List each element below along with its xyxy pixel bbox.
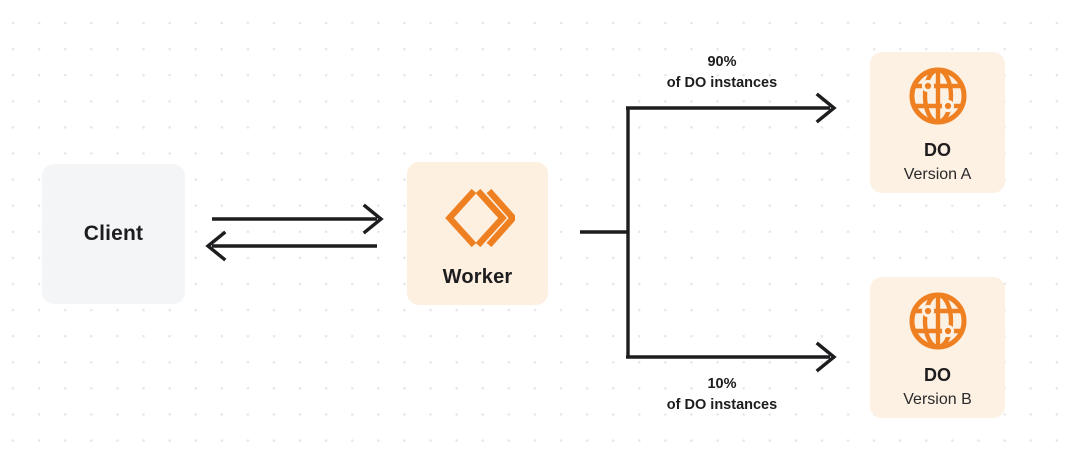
do-subtitle: Version A	[903, 166, 972, 184]
edge-percent: 10%	[707, 376, 737, 392]
node-do-version-b[interactable]: DO Version B	[870, 277, 1005, 418]
edge-label-do-a: 90% of DO instances	[627, 52, 817, 93]
edge-label-do-b: 10% of DO instances	[627, 374, 817, 415]
edge-worker-to-do-a	[626, 92, 837, 124]
node-client[interactable]: Client	[42, 164, 185, 304]
edge-percent: 90%	[707, 54, 737, 70]
edge-client-to-worker	[212, 203, 384, 235]
node-worker[interactable]: Worker	[407, 162, 548, 305]
worker-label: Worker	[442, 266, 513, 288]
do-title: DO	[924, 365, 951, 386]
durable-object-globe-icon	[907, 290, 969, 352]
edge-description: of DO instances	[666, 396, 778, 413]
edge-description: of DO instances	[666, 74, 778, 91]
durable-object-globe-icon	[907, 65, 969, 127]
client-label: Client	[83, 222, 144, 245]
cloudflare-workers-icon	[441, 186, 515, 250]
edge-worker-split-trunk	[580, 108, 630, 357]
edge-worker-to-do-b	[626, 341, 837, 373]
do-title: DO	[924, 140, 951, 161]
node-do-version-a[interactable]: DO Version A	[870, 52, 1005, 193]
edge-worker-to-client	[205, 230, 377, 262]
do-subtitle: Version B	[903, 391, 972, 409]
